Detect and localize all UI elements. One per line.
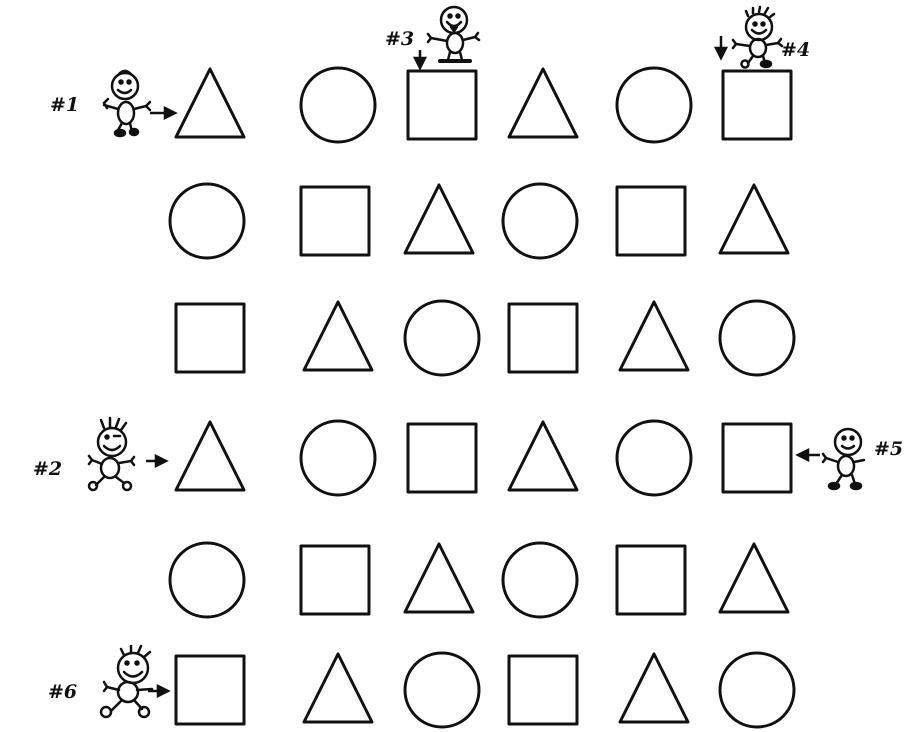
shape-triangle-r6-c2 <box>304 654 372 722</box>
kid-4-figure <box>733 7 782 68</box>
shape-circle-r1-c2 <box>301 68 375 142</box>
shape-square-r5-c5 <box>617 546 685 614</box>
kid-2-arrow <box>146 456 166 466</box>
kid-4-arrow <box>716 36 726 58</box>
shape-circle-r6-c6 <box>720 653 794 727</box>
shape-triangle-r6-c5 <box>620 654 688 722</box>
kid-label-1: #1 <box>50 96 79 115</box>
shape-square-r2-c2 <box>301 187 369 255</box>
shape-square-r6-c4 <box>509 656 577 724</box>
shape-triangle-r1-c4 <box>509 69 577 137</box>
shape-circle-r4-c5 <box>617 421 691 495</box>
kid-6-figure <box>101 646 152 717</box>
shape-circle-r5-c4 <box>503 543 577 617</box>
shape-square-r1-c3 <box>408 71 476 139</box>
shape-circle-r1-c5 <box>617 68 691 142</box>
shape-circle-r2-c1 <box>170 184 244 258</box>
kid-label-3: #3 <box>385 30 414 49</box>
shape-square-r4-c3 <box>408 424 476 492</box>
shape-triangle-r2-c6 <box>720 185 788 253</box>
kid-label-5: #5 <box>874 440 903 459</box>
kid-label-6: #6 <box>48 683 77 702</box>
shape-triangle-r1-c1 <box>176 69 244 137</box>
shape-triangle-r4-c1 <box>176 422 244 490</box>
shape-grid <box>170 68 794 727</box>
shape-triangle-r5-c3 <box>405 544 473 612</box>
kid-3-figure <box>428 7 479 61</box>
kid-6-arrow <box>148 686 168 696</box>
kid-5-figure <box>823 429 864 489</box>
shape-circle-r6-c3 <box>405 653 479 727</box>
shape-circle-r5-c1 <box>170 543 244 617</box>
shape-square-r3-c1 <box>176 304 244 372</box>
kid-label-2: #2 <box>33 460 62 479</box>
kid-label-4: #4 <box>781 41 810 60</box>
kid-3-arrow <box>415 50 425 68</box>
shape-square-r1-c6 <box>723 71 791 139</box>
shape-triangle-r4-c4 <box>509 422 577 490</box>
shape-circle-r2-c4 <box>503 184 577 258</box>
shape-triangle-r3-c2 <box>304 302 372 370</box>
shape-square-r2-c5 <box>617 187 685 255</box>
kid-2-figure <box>89 418 134 490</box>
shape-triangle-r2-c3 <box>405 185 473 253</box>
shape-square-r4-c6 <box>723 424 791 492</box>
shape-square-r6-c1 <box>176 656 244 724</box>
shape-square-r5-c2 <box>301 546 369 614</box>
shape-triangle-r3-c5 <box>620 302 688 370</box>
kid-5-arrow <box>798 450 820 460</box>
kid-1-figure <box>104 71 150 136</box>
shape-triangle-r5-c6 <box>720 544 788 612</box>
shape-circle-r4-c2 <box>301 421 375 495</box>
shape-circle-r3-c6 <box>720 301 794 375</box>
kid-1-arrow <box>150 108 175 118</box>
shape-square-r3-c4 <box>509 304 577 372</box>
shape-circle-r3-c3 <box>405 301 479 375</box>
